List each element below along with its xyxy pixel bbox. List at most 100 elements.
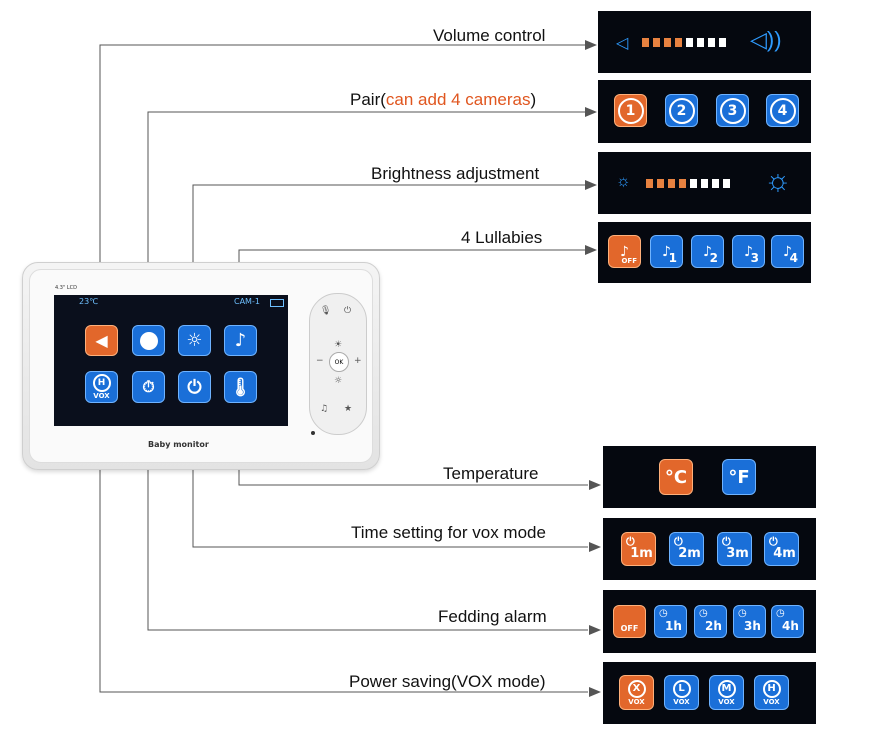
- fahrenheit-button[interactable]: °F: [722, 459, 756, 495]
- label-volume-control: Volume control: [433, 26, 546, 45]
- screen-volume-icon[interactable]: ◀: [85, 325, 118, 356]
- lullaby-1[interactable]: ♪1: [650, 235, 683, 268]
- feeding-3h[interactable]: ◷3h: [733, 605, 766, 638]
- line-power: [99, 392, 588, 693]
- vox-mode-off[interactable]: X VOX: [619, 675, 654, 710]
- screen-brightness-icon[interactable]: ☼: [178, 325, 211, 356]
- label-pair-prefix: Pair(: [350, 90, 386, 109]
- line-feeding: [147, 392, 588, 631]
- vox-word: VOX: [628, 697, 645, 706]
- vox-time-1m[interactable]: ⏻1m: [621, 532, 656, 566]
- lullaby-label: 4: [789, 251, 798, 265]
- star-button[interactable]: ★: [344, 404, 353, 414]
- feeding-label: 2h: [705, 618, 722, 633]
- level-seg: [697, 38, 704, 47]
- microphone-dot: [311, 431, 315, 435]
- feeding-1h[interactable]: ◷1h: [654, 605, 687, 638]
- lullaby-label: 2: [709, 251, 718, 265]
- power-icon: ⏻: [626, 535, 635, 548]
- label-pair-highlight: can add 4 cameras: [385, 90, 531, 109]
- label-temperature: Temperature: [443, 464, 539, 483]
- pair-camera-1[interactable]: 1: [614, 94, 647, 127]
- screen-temperature-icon[interactable]: 🌡: [224, 371, 257, 403]
- pair-camera-2[interactable]: 2: [665, 94, 698, 127]
- level-seg: [675, 38, 682, 47]
- screen-vox-word: VOX: [93, 392, 110, 400]
- vox-letter: X: [627, 679, 646, 698]
- vox-word: VOX: [763, 697, 780, 706]
- screen-pair-icon[interactable]: [132, 325, 165, 356]
- lullaby-4[interactable]: ♪4: [771, 235, 804, 268]
- feeding-label: 3h: [744, 618, 761, 633]
- vox-mode-low[interactable]: L VOX: [664, 675, 699, 710]
- lullabies-panel: ♪OFF ♪1 ♪2 ♪3 ♪4: [598, 222, 811, 283]
- lullaby-off[interactable]: ♪OFF: [608, 235, 641, 268]
- battery-icon: [270, 299, 284, 307]
- feeding-off[interactable]: OFF: [613, 605, 646, 638]
- vox-time-4m[interactable]: ⏻4m: [764, 532, 799, 566]
- screen-vox-time-icon[interactable]: ⏻: [178, 371, 211, 403]
- vox-mode-high[interactable]: H VOX: [754, 675, 789, 710]
- level-seg: [668, 179, 675, 188]
- brightness-panel: ☼ ☼: [598, 152, 811, 214]
- level-seg: [653, 38, 660, 47]
- screen-vox-icon[interactable]: H VOX: [85, 371, 118, 403]
- feeding-label: OFF: [620, 624, 639, 633]
- level-seg: [642, 38, 649, 47]
- power-icon: ⏻: [769, 535, 778, 548]
- label-brightness: Brightness adjustment: [371, 164, 540, 183]
- mic-button[interactable]: 🎙: [320, 306, 332, 316]
- level-seg: [686, 38, 693, 47]
- screen-lullaby-icon[interactable]: ♪: [224, 325, 257, 356]
- pair-number: 3: [719, 97, 746, 124]
- vox-time-text: 3m: [726, 545, 749, 561]
- pair-panel: 1 2 3 4: [598, 80, 811, 143]
- power-saving-panel: X VOX L VOX M VOX H VOX: [603, 662, 816, 724]
- vox-mode-medium[interactable]: M VOX: [709, 675, 744, 710]
- right-button[interactable]: +: [354, 356, 362, 366]
- screen-vox-letter: H: [92, 374, 111, 392]
- screen-feeding-icon[interactable]: ⏱: [132, 371, 165, 403]
- baby-monitor-device: 4.3" LCD 23℃ CAM-1 ◀ ☼ ♪ H VOX ⏱ ⏻ 🌡 🎙 ⏻…: [22, 262, 380, 470]
- vox-letter: L: [672, 679, 691, 698]
- level-seg: [657, 179, 664, 188]
- power-icon: ⏻: [722, 535, 731, 548]
- power-button[interactable]: ⏻: [344, 306, 352, 316]
- status-temp: 23℃: [79, 297, 99, 306]
- level-seg: [719, 38, 726, 47]
- vox-time-3m[interactable]: ⏻3m: [717, 532, 752, 566]
- brightness-down-button[interactable]: ☼: [334, 376, 343, 386]
- power-icon: ⏻: [674, 535, 683, 548]
- celsius-button[interactable]: °C: [659, 459, 693, 495]
- device-screen: 23℃ CAM-1 ◀ ☼ ♪ H VOX ⏱ ⏻ 🌡: [54, 295, 288, 426]
- feeding-label: 1h: [665, 618, 682, 633]
- pair-camera-3[interactable]: 3: [716, 94, 749, 127]
- volume-panel: ◁ ◁)): [598, 11, 811, 73]
- vox-time-text: 4m: [773, 545, 796, 561]
- vox-letter: M: [717, 679, 736, 698]
- clock-icon: ◷: [738, 608, 747, 619]
- clock-icon: ◷: [699, 608, 708, 619]
- feeding-2h[interactable]: ◷2h: [694, 605, 727, 638]
- pair-number: 2: [668, 97, 695, 124]
- lullaby-label: OFF: [621, 257, 637, 265]
- speaker-loud-icon: ◁)): [750, 27, 782, 52]
- vox-time-text: 2m: [678, 545, 701, 561]
- pair-camera-4[interactable]: 4: [766, 94, 799, 127]
- lullaby-3[interactable]: ♪3: [732, 235, 765, 268]
- lullaby-label: 1: [668, 251, 677, 265]
- feeding-4h[interactable]: ◷4h: [771, 605, 804, 638]
- label-feeding-alarm: Fedding alarm: [438, 607, 547, 626]
- left-button[interactable]: −: [316, 356, 324, 366]
- vox-time-2m[interactable]: ⏻2m: [669, 532, 704, 566]
- sun-small-icon: ☼: [616, 173, 631, 190]
- brightness-up-button[interactable]: ☀: [334, 340, 343, 350]
- lullaby-label: 3: [750, 251, 759, 265]
- clock-icon: ◷: [776, 608, 785, 619]
- sun-large-icon: ☼: [764, 164, 792, 197]
- lullaby-2[interactable]: ♪2: [691, 235, 724, 268]
- ok-button[interactable]: OK: [329, 352, 349, 372]
- control-pad: 🎙 ⏻ ☀ − OK + ☼ ♫ ★: [309, 293, 367, 435]
- pair-number: 1: [617, 97, 644, 124]
- music-button[interactable]: ♫: [320, 404, 329, 414]
